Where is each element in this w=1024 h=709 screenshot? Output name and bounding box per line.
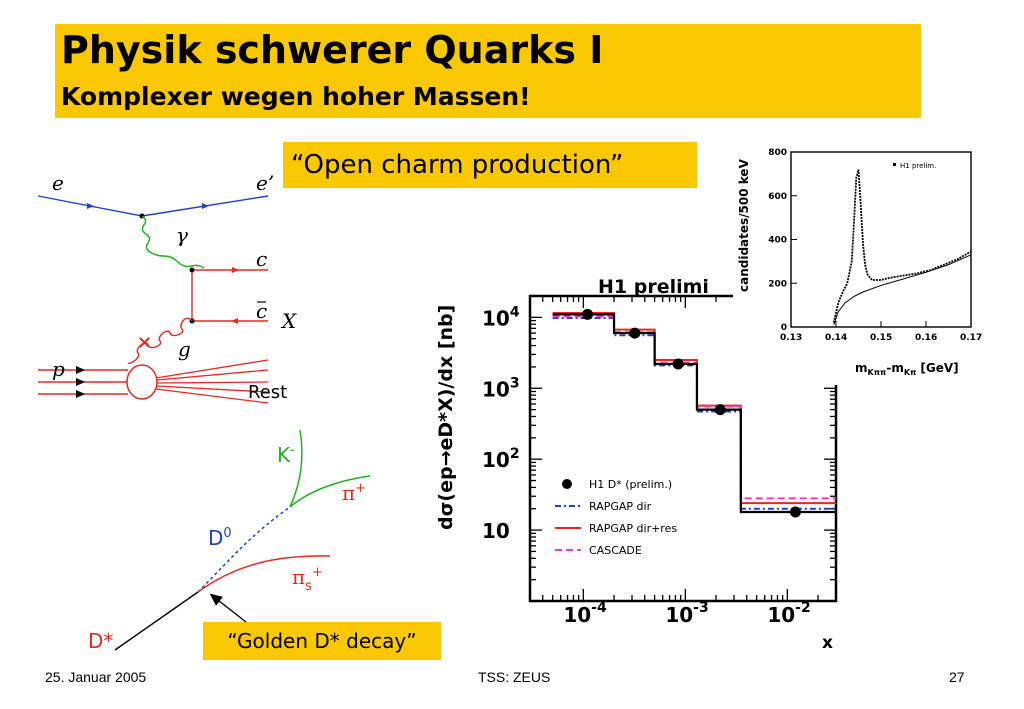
golden-arrow [209,593,247,623]
svg-text:D0: D0 [208,526,232,550]
slow-pion-track [197,555,331,593]
label-dstar: D* [88,629,113,653]
open-charm-callout: “Open charm production” [283,142,697,188]
inset-data-line [832,169,972,323]
label-c: c [256,247,267,271]
legend-label-0: RAPGAP dir [589,500,652,513]
remnant-lines [155,359,269,404]
title-banner: Physik schwerer Quarks I Komplexer wegen… [55,24,921,118]
feynman-diagram: × e e’ γ c c X g p Rest [37,171,297,404]
inset-ylabel: candidates/500 keV [737,158,751,292]
label-cbar: c [256,299,267,323]
label-K-sup: - [290,443,295,458]
inset-xlabel: mKππ-mKπ[GeV] [855,361,959,377]
inset-y-tick-label: 600 [768,192,787,202]
legend-label-data: H1 D* (prelim.) [589,478,672,491]
y-tick-label: 103 [482,375,520,401]
legend-marker-data [562,479,572,489]
label-e-out: e’ [256,171,274,195]
inset-x-tick-label: 0.17 [960,333,982,343]
label-p: p [52,357,65,381]
d0-track [197,506,291,593]
inset-x-tick-label: 0.13 [780,333,802,343]
label-pi-sup: + [355,481,366,496]
label-pis: π [292,565,305,589]
inset-y-tick-label: 800 [768,148,787,158]
proton-blob [126,364,158,400]
inset-x-tick-label: 0.15 [870,333,892,343]
legend-label-1: RAPGAP dir+res [589,522,677,535]
label-pis-sub: s [305,579,312,594]
inset-y-tick-label: 400 [768,236,787,246]
label-pi: π [342,481,355,505]
gluon-line [127,317,193,364]
label-D0-sup: 0 [223,526,231,541]
plot-title: H1 prelimi [598,276,709,298]
dstar-track [114,591,199,651]
inset-y-tick-label: 200 [768,279,787,289]
data-point [789,506,801,518]
inset-x-tick-label: 0.16 [915,333,937,343]
label-gamma: γ [176,223,188,247]
data-point [672,358,684,370]
inset-fit-line [833,254,972,325]
label-K: K [277,443,291,467]
legend-label-2: CASCADE [589,544,642,557]
x-tick-label: 10-3 [665,600,708,627]
label-rest: Rest [248,382,287,403]
inset-legend: H1 prelim. [893,162,936,170]
gluon-vertex-cross: × [137,332,152,353]
label-e-in: e [52,171,64,195]
plot-xlabel: x [822,633,833,653]
x-tick-label: 10-2 [767,600,810,627]
y-tick-label: 102 [482,446,520,472]
pion-track [289,475,371,508]
inset-legend-label: H1 prelim. [900,162,936,170]
data-point [629,327,641,339]
footer-page: 27 [949,669,965,685]
y-tick-label: 10 [482,519,510,543]
decay-diagram: K- π+ D0 πs+ D* [88,429,371,653]
golden-decay-callout: “Golden D* decay” [203,622,441,660]
label-D0: D [208,526,223,550]
slide-title: Physik schwerer Quarks I [61,28,604,72]
inset-frame [790,151,972,328]
inset-x-tick-label: 0.14 [825,333,847,343]
svg-text:K-: K- [277,443,295,467]
slide-subtitle: Komplexer wegen hoher Massen! [61,82,531,111]
svg-text:πs+: πs+ [292,565,323,594]
mass-difference-inset: candidates/500 keV 0.13 0.14 0.15 0.16 0.17 0… [733,123,989,385]
x-tick-label: 10-4 [563,600,607,627]
data-point [714,404,726,416]
photon-line [141,215,205,269]
y-tick-label: 104 [482,304,520,330]
label-pis-sup: + [312,565,323,580]
plot-ylabel: dσ(ep→eD*X)/dx [nb] [435,305,457,530]
footer-center: TSS: ZEUS [478,669,551,685]
footer-date: 25. Januar 2005 [45,669,147,685]
kaon-track [289,429,303,508]
svg-text:π+: π+ [342,481,366,505]
data-point [582,308,594,320]
label-g: g [178,337,191,361]
label-X: X [280,309,297,333]
inset-y-tick-label: 0 [781,323,787,333]
